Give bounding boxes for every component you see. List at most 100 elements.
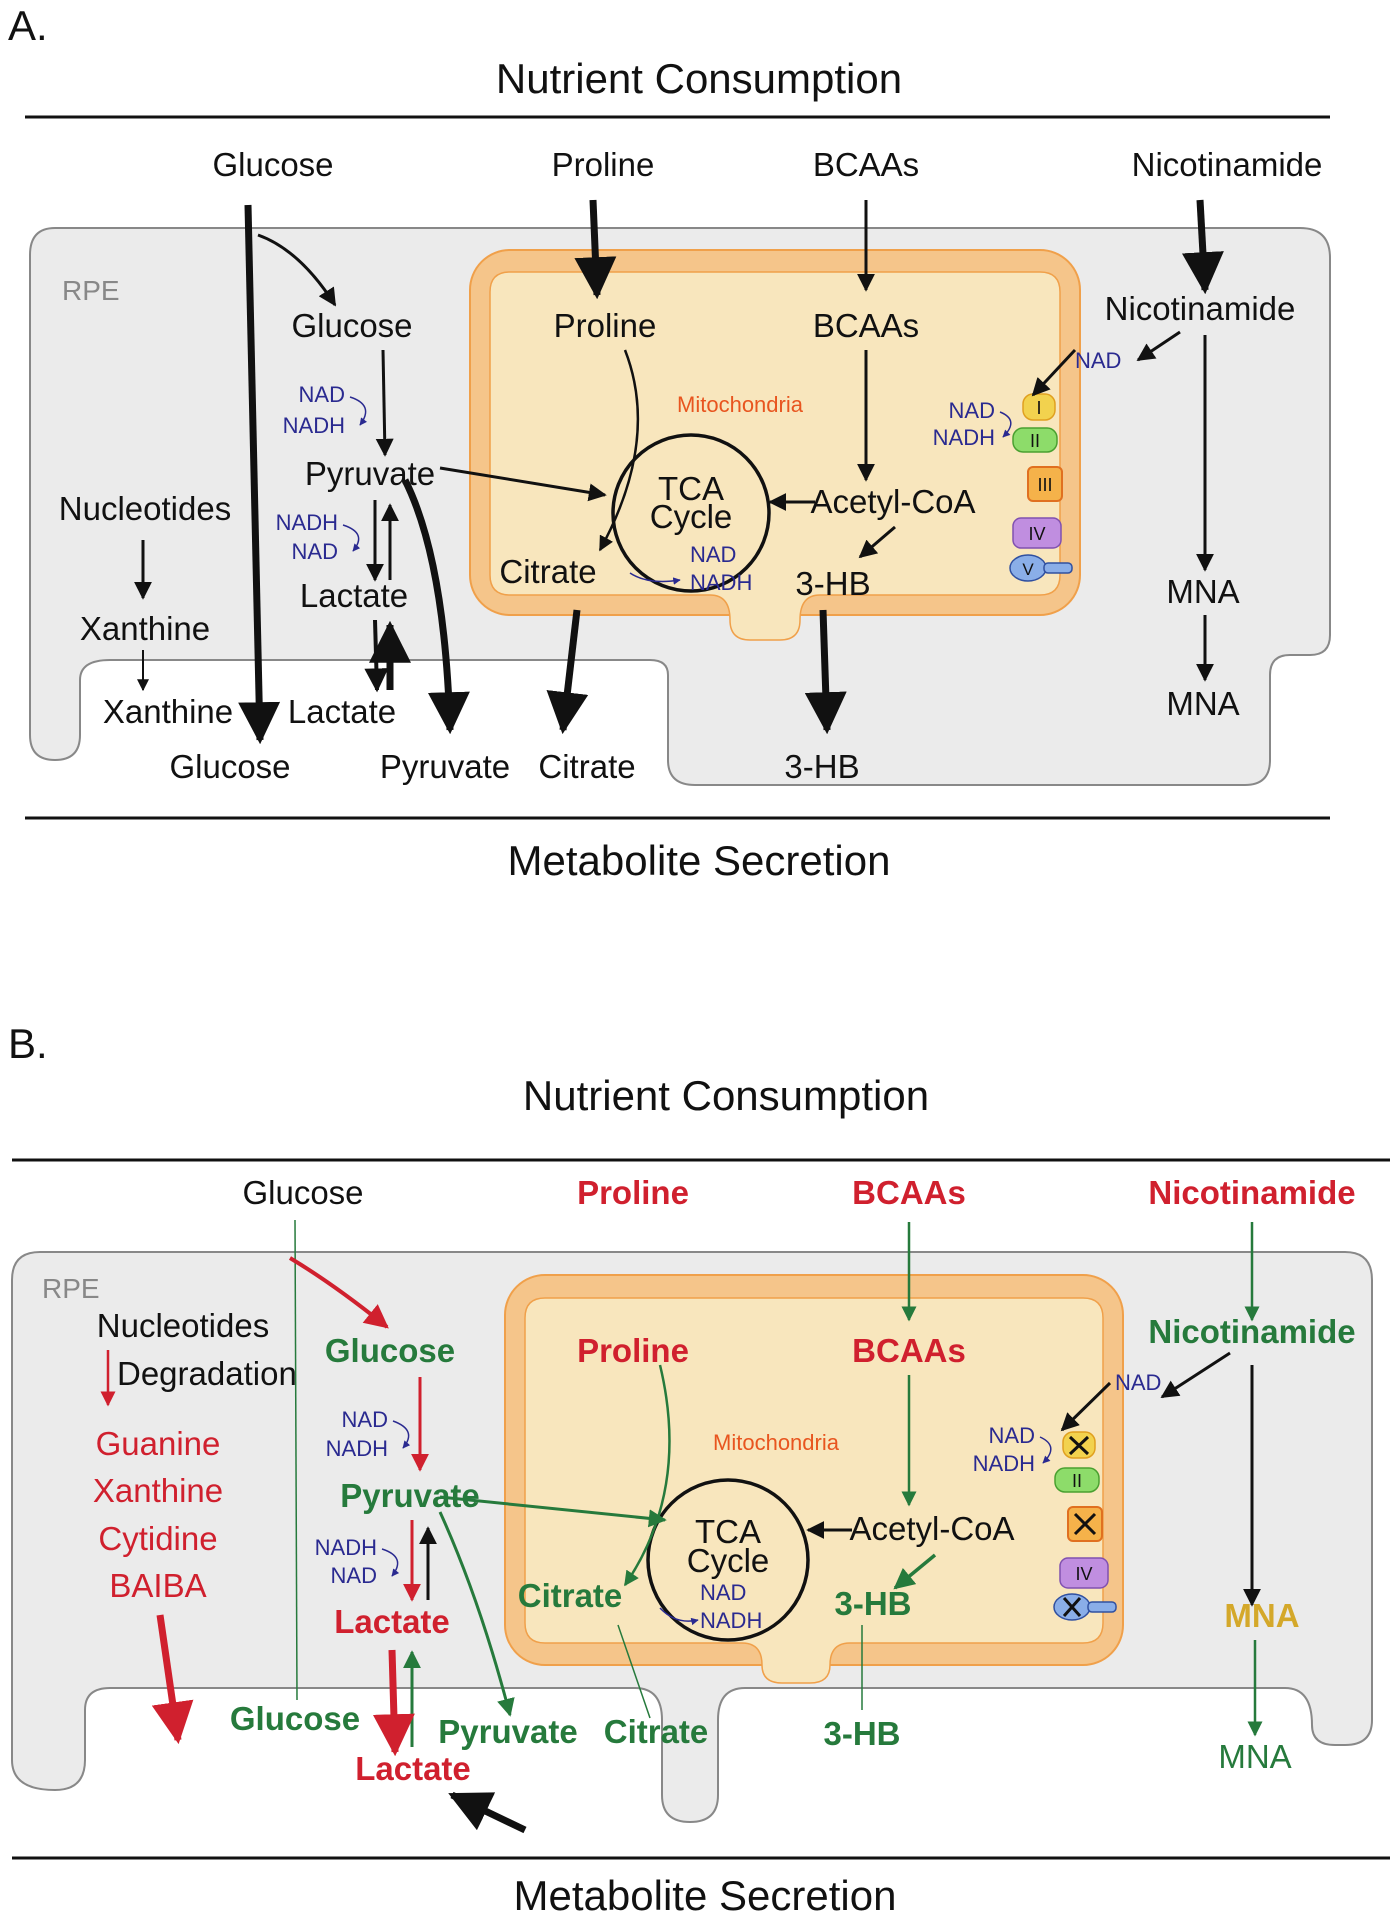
panel-b-guanine: Guanine (96, 1425, 221, 1462)
panel-a-nadh-glc: NADH (283, 413, 345, 438)
panel-a-xanthine: Xanthine (80, 610, 210, 647)
panel-a-input-bcaas: BCAAs (813, 146, 919, 183)
panel-b-nad-lac: NAD (331, 1563, 377, 1588)
panel-b-tca-label-2: Cycle (687, 1542, 770, 1579)
panel-b-input-nicotinamide: Nicotinamide (1148, 1174, 1355, 1211)
panel-a-rpe-label: RPE (62, 275, 120, 306)
panel-b-nad-glc: NAD (342, 1407, 388, 1432)
panel-b-nad-tca: NAD (700, 1580, 746, 1605)
svg-text:V: V (1022, 560, 1034, 579)
panel-b-input-proline: Proline (577, 1174, 689, 1211)
panel-a-tca-label-2: Cycle (650, 498, 733, 535)
panel-a-header-bottom: Metabolite Secretion (508, 837, 891, 884)
panel-b-complex-v-inhibited (1053, 1593, 1117, 1621)
panel-a-cofactor-curve-lac (342, 524, 361, 552)
panel-a-label: A. (8, 2, 48, 49)
panel-b-tca-circle (646, 1478, 810, 1642)
panel-a-mito-label: Mitochondria (677, 392, 804, 417)
panel-b-complex-iv: IV (1059, 1557, 1109, 1589)
panel-b-mna: MNA (1224, 1597, 1299, 1634)
panel-a-nad-lac: NAD (292, 539, 338, 564)
panel-a-nad-glc: NAD (299, 382, 345, 407)
panel-a-lactate: Lactate (300, 577, 408, 614)
panel-b-out-3hb: 3-HB (823, 1715, 900, 1752)
svg-text:II: II (1072, 1471, 1082, 1491)
panel-a-nucleotides: Nucleotides (59, 490, 231, 527)
panel-a-out-xanthine: Xanthine (103, 693, 233, 730)
panel-a-pyruvate: Pyruvate (305, 455, 435, 492)
panel-b: B. Nutrient Consumption RPE Mitochondria… (8, 1020, 1390, 1919)
svg-text:II: II (1030, 431, 1040, 451)
panel-a-bcaas: BCAAs (813, 307, 919, 344)
svg-text:IV: IV (1075, 1564, 1092, 1584)
panel-a-arrows (134, 199, 1224, 745)
panel-b-complex-iii-inhibited (1067, 1506, 1103, 1542)
panel-b-lactate: Lactate (334, 1603, 450, 1640)
panel-b-cofactor-curve-glc (392, 1420, 411, 1449)
panel-b-mito-inner (524, 1297, 1104, 1684)
panel-b-nadh-c1: NADH (973, 1451, 1035, 1476)
panel-a-out-lactate: Lactate (288, 693, 396, 730)
panel-a-nadh-tca: NADH (690, 570, 752, 595)
panel-b-cofactor-curve-tca (659, 1607, 699, 1626)
panel-b-input-glucose: Glucose (242, 1174, 363, 1211)
panel-a-input-nicotinamide: Nicotinamide (1132, 146, 1323, 183)
panel-a-tca-label-1: TCA (658, 470, 724, 507)
panel-a-cofactor-curve-tca (629, 572, 681, 585)
panel-b-degradation: Degradation (117, 1355, 297, 1392)
panel-b-nadh-lac: NADH (315, 1535, 377, 1560)
panel-a-complex-iii: III (1027, 466, 1063, 502)
panel-b-nad-c1: NAD (989, 1423, 1035, 1448)
panel-a-nad-c1: NAD (949, 398, 995, 423)
panel-b-header-top: Nutrient Consumption (523, 1072, 929, 1119)
panel-b-label: B. (8, 1020, 48, 1067)
panel-b-3hb: 3-HB (834, 1585, 911, 1622)
panel-a-out-3hb: 3-HB (784, 748, 859, 785)
panel-a-proline: Proline (554, 307, 657, 344)
panel-b-proline: Proline (577, 1332, 689, 1369)
panel-a-mito-inner (489, 271, 1061, 641)
panel-a-acetyl-coa: Acetyl-CoA (810, 483, 975, 520)
panel-a-nadh-lac: NADH (276, 510, 338, 535)
panel-b-out-lactate: Lactate (355, 1750, 471, 1787)
panel-b-tca-label-1: TCA (695, 1513, 761, 1550)
panel-a-nad-tca: NAD (690, 542, 736, 567)
panel-b-nucleotides: Nucleotides (97, 1307, 269, 1344)
panel-b-cofactor-curve-lac (381, 1548, 400, 1577)
svg-text:IV: IV (1028, 524, 1045, 544)
panel-a-nad-nam: NAD (1075, 348, 1121, 373)
panel-a-mna: MNA (1166, 573, 1239, 610)
panel-b-cytidine: Cytidine (98, 1520, 217, 1557)
panel-a-citrate: Citrate (499, 553, 596, 590)
svg-text:III: III (1037, 475, 1052, 495)
panel-b-glucose: Glucose (325, 1332, 455, 1369)
panel-b-complex-i-inhibited (1062, 1431, 1096, 1459)
panel-b-nad-nam: NAD (1115, 1370, 1161, 1395)
svg-text:I: I (1036, 398, 1041, 418)
panel-b-bcaas: BCAAs (852, 1332, 966, 1369)
panel-b-out-glucose: Glucose (230, 1700, 360, 1737)
panel-a-header-top: Nutrient Consumption (496, 55, 902, 102)
panel-b-acetyl-coa: Acetyl-CoA (849, 1510, 1014, 1547)
panel-a-out-citrate: Citrate (538, 748, 635, 785)
panel-b-input-bcaas: BCAAs (852, 1174, 966, 1211)
panel-a-input-glucose: Glucose (212, 146, 333, 183)
panel-b-out-citrate: Citrate (604, 1713, 709, 1750)
panel-b-nadh-glc: NADH (326, 1436, 388, 1461)
panel-a-out-pyruvate: Pyruvate (380, 748, 510, 785)
panel-a-complex-ii: II (1012, 427, 1058, 453)
panel-b-citrate: Citrate (518, 1577, 623, 1614)
panel-b-out-pyruvate: Pyruvate (438, 1713, 577, 1750)
panel-b-rpe-label: RPE (42, 1273, 100, 1304)
panel-b-xanthine: Xanthine (93, 1472, 223, 1509)
panel-b-header-bottom: Metabolite Secretion (514, 1872, 897, 1919)
panel-b-complex-ii: II (1054, 1467, 1100, 1493)
panel-a-complex-v: V (1009, 554, 1073, 582)
panel-a-input-proline: Proline (552, 146, 655, 183)
panel-a-cofactor-curve-glc (349, 396, 368, 426)
panel-b-out-mna: MNA (1218, 1738, 1291, 1775)
panel-b-baiba: BAIBA (109, 1567, 206, 1604)
panel-b-nadh-tca: NADH (700, 1608, 762, 1633)
panel-b-mito-label: Mitochondria (713, 1430, 840, 1455)
